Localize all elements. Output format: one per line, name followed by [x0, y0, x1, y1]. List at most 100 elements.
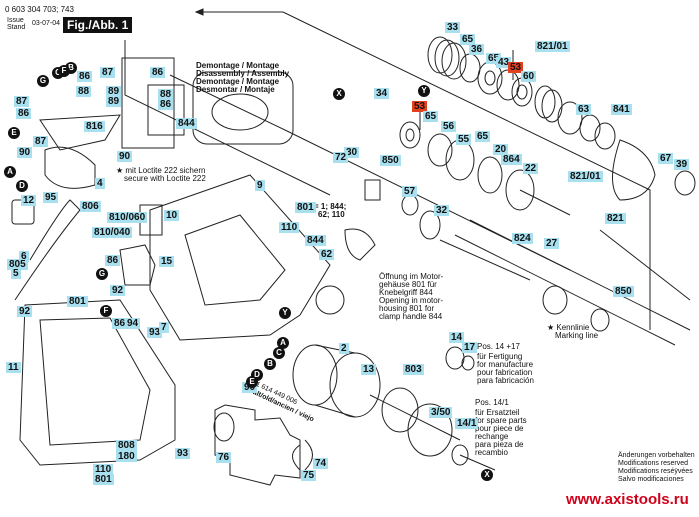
part-label-4[interactable]: 4 [95, 178, 105, 189]
part-label-13[interactable]: 13 [361, 364, 377, 375]
part-label-93b[interactable]: 93 [175, 448, 191, 459]
part-label-86d[interactable]: 86 [158, 99, 174, 110]
part-label-803[interactable]: 803 [403, 364, 424, 375]
part-label-56[interactable]: 56 [441, 121, 457, 132]
part-label-89a[interactable]: 89 [106, 86, 122, 97]
part-label-801b[interactable]: 801 [295, 202, 316, 213]
part-label-92a[interactable]: 92 [110, 285, 126, 296]
part-label-76[interactable]: 76 [216, 452, 232, 463]
part-label-86f[interactable]: 86 [112, 318, 128, 329]
pos-14-17-es: para fabricación [477, 376, 534, 385]
part-label-180[interactable]: 180 [116, 451, 137, 462]
modifications-fr: Modifications reséÿvées [618, 468, 693, 475]
housing-note-6: clamp handle 844 [379, 312, 443, 321]
part-label-110a[interactable]: 110 [279, 222, 300, 233]
part-label-801a[interactable]: 801 [67, 296, 88, 307]
part-label-65c[interactable]: 65 [423, 111, 439, 122]
part-label-60[interactable]: 60 [521, 71, 537, 82]
part-label-22[interactable]: 22 [523, 163, 539, 174]
part-label-20[interactable]: 20 [493, 144, 509, 155]
website-watermark[interactable]: www.axistools.ru [566, 491, 689, 508]
part-label-43[interactable]: 43 [496, 57, 512, 68]
part-label-27[interactable]: 27 [544, 238, 560, 249]
callout-y-marker: Y [418, 85, 430, 97]
part-label-801c[interactable]: 801 [93, 474, 114, 485]
part-label-14-1[interactable]: 14/1 [455, 418, 479, 429]
part-label-821-01b[interactable]: 821/01 [568, 171, 603, 182]
housing-note-2: gehäuse 801 für [379, 280, 437, 289]
part-label-3-50[interactable]: 3/50 [429, 407, 453, 418]
part-label-57[interactable]: 57 [402, 186, 418, 197]
part-label-88a[interactable]: 88 [76, 86, 92, 97]
part-label-86e[interactable]: 86 [105, 255, 121, 266]
part-label-806[interactable]: 806 [80, 201, 101, 212]
part-label-6[interactable]: 6 [19, 251, 29, 262]
part-label-824[interactable]: 824 [512, 233, 533, 244]
callout-f-marker: F [58, 65, 70, 77]
part-label-808[interactable]: 808 [116, 440, 137, 451]
part-label-810-060[interactable]: 810/060 [107, 212, 148, 223]
part-label-12[interactable]: 12 [21, 195, 37, 206]
part-label-89b[interactable]: 89 [106, 96, 122, 107]
callout-d-marker: D [16, 180, 28, 192]
pos-14-17-en: for manufacture [477, 360, 534, 369]
part-label-87a[interactable]: 87 [14, 96, 30, 107]
part-label-65a[interactable]: 65 [460, 34, 476, 45]
part-label-850a[interactable]: 850 [380, 155, 401, 166]
part-label-93a[interactable]: 93 [147, 327, 163, 338]
part-label-30[interactable]: 30 [344, 147, 360, 158]
part-label-87c[interactable]: 87 [100, 67, 116, 78]
part-label-14[interactable]: 14 [449, 332, 465, 343]
part-label-844b[interactable]: 844 [305, 235, 326, 246]
part-label-74[interactable]: 74 [313, 458, 329, 469]
part-number: 0 603 304 703; 743 [5, 5, 74, 14]
part-label-110b[interactable]: 110 [93, 464, 114, 475]
part-label-90b[interactable]: 90 [117, 151, 133, 162]
part-label-86a[interactable]: 86 [77, 71, 93, 82]
part-label-7[interactable]: 7 [159, 322, 169, 333]
part-label-67[interactable]: 67 [658, 153, 674, 164]
part-label-33[interactable]: 33 [445, 22, 461, 33]
part-label-86b[interactable]: 86 [16, 108, 32, 119]
part-label-11[interactable]: 11 [6, 362, 21, 373]
part-label-88b[interactable]: 88 [158, 89, 174, 100]
part-label-841[interactable]: 841 [611, 104, 632, 115]
part-label-17[interactable]: 17 [462, 342, 478, 353]
part-label-36[interactable]: 36 [469, 44, 485, 55]
part-label-72[interactable]: 72 [333, 152, 349, 163]
housing-note-4: Opening in motor- [379, 296, 444, 305]
part-label-86c[interactable]: 86 [150, 67, 166, 78]
part-label-810-040[interactable]: 810/040 [92, 227, 133, 238]
part-label-9[interactable]: 9 [255, 180, 265, 191]
part-label-62[interactable]: 62 [319, 249, 335, 260]
part-label-10[interactable]: 10 [164, 210, 180, 221]
part-label-2[interactable]: 2 [339, 343, 349, 354]
part-label-75[interactable]: 75 [301, 470, 317, 481]
part-label-39[interactable]: 39 [674, 159, 690, 170]
part-label-5[interactable]: 5 [11, 268, 21, 279]
part-label-53a[interactable]: 53 [508, 62, 524, 73]
part-label-844a[interactable]: 844 [176, 118, 197, 129]
part-label-821[interactable]: 821 [605, 213, 626, 224]
part-label-55[interactable]: 55 [456, 134, 472, 145]
part-label-816[interactable]: 816 [84, 121, 105, 132]
disassembly-note-en: Disassembly / Assembly [196, 69, 290, 78]
part-label-95[interactable]: 95 [43, 192, 59, 203]
part-label-805[interactable]: 805 [7, 259, 28, 270]
part-label-15[interactable]: 15 [159, 256, 175, 267]
pos-14-17-title: Pos. 14 +17 [477, 342, 520, 351]
pos-14-17-de: für Fertigung [477, 352, 523, 361]
part-label-850b[interactable]: 850 [613, 286, 634, 297]
part-label-94[interactable]: 94 [125, 318, 141, 329]
part-label-90a[interactable]: 90 [17, 147, 33, 158]
part-label-63[interactable]: 63 [576, 104, 592, 115]
part-label-92b[interactable]: 92 [17, 306, 33, 317]
part-label-32[interactable]: 32 [434, 205, 450, 216]
part-label-65d[interactable]: 65 [475, 131, 491, 142]
part-label-87b[interactable]: 87 [33, 136, 49, 147]
part-label-821-01a[interactable]: 821/01 [535, 41, 570, 52]
part-label-65b[interactable]: 65 [486, 53, 502, 64]
part-label-34[interactable]: 34 [374, 88, 390, 99]
part-label-53b[interactable]: 53 [412, 101, 428, 112]
part-label-864[interactable]: 864 [501, 154, 522, 165]
